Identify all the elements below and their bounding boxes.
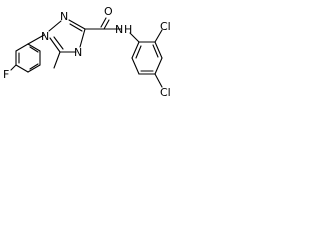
structure-svg: F N N N O N H Cl Cl [3,5,171,99]
bond [131,57,140,75]
bond [154,29,163,43]
atom-label-n2: N [60,10,68,23]
bond [10,64,17,71]
bond [154,57,163,75]
atom-label-nh-h: H [124,23,132,36]
bond [129,32,140,43]
bond [15,64,29,73]
bond [48,20,62,32]
bond [68,19,86,30]
bond [53,51,61,69]
atom-labels: F N N N O N H Cl Cl [3,5,171,99]
chemical-structure: F N N N O N H Cl Cl [0,0,183,103]
bond [152,44,159,58]
bond [154,41,163,59]
bond [69,23,83,32]
bond [103,19,110,30]
bond [79,28,86,48]
bond [53,36,64,50]
bond [135,45,142,59]
atom-label-n4: N [74,46,82,59]
bond [100,17,107,28]
bonds [10,17,163,88]
atom-label-cl-top: Cl [160,20,171,33]
atom-label-nh-n: N [115,23,123,36]
bond [49,37,61,53]
bond [131,41,140,59]
bond [154,73,163,88]
bond [27,64,41,73]
atom-label-o: O [104,5,113,18]
bond [29,63,39,70]
bond [29,46,39,53]
atom-label-n1: N [41,30,49,43]
atom-label-f: F [3,68,9,81]
bond [27,43,41,52]
bond [15,43,29,52]
atom-label-cl-right: Cl [160,86,171,99]
bond [27,34,45,45]
